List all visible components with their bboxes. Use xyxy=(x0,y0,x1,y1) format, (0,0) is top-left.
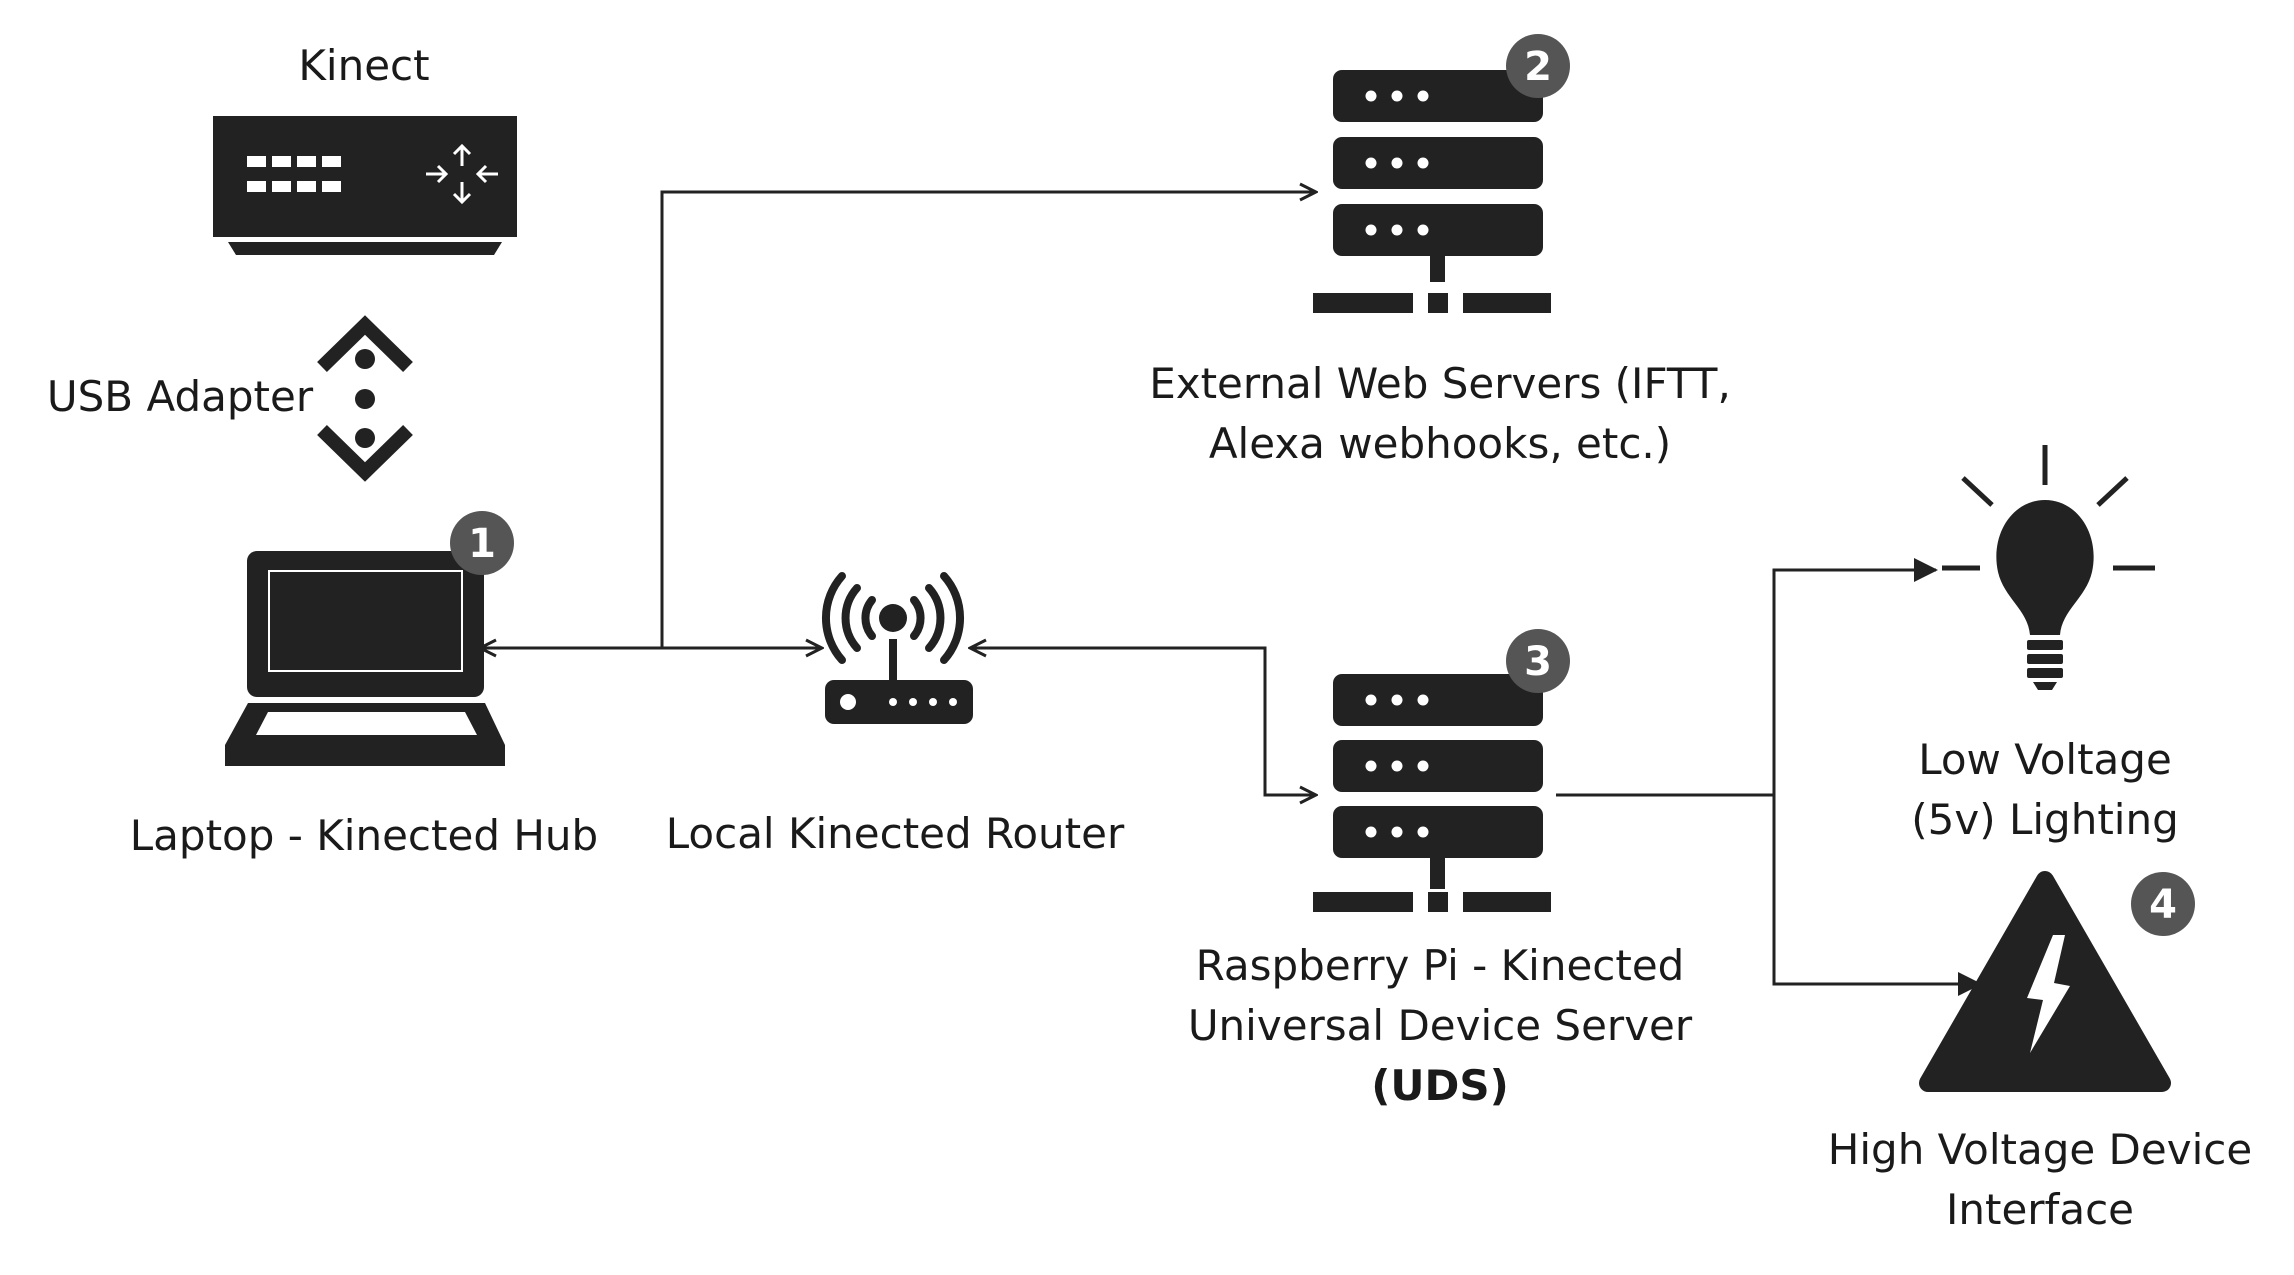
edge-uds-low-voltage xyxy=(1772,558,1938,795)
web-servers-label-line2: Alexa webhooks, etc.) xyxy=(1208,419,1672,468)
laptop-label: Laptop - Kinected Hub xyxy=(129,811,599,860)
badge-2: 2 xyxy=(1506,34,1570,98)
low-voltage-label-line2: (5v) Lighting xyxy=(1911,795,2179,844)
light-bulb-icon xyxy=(1942,445,2155,690)
high-voltage-warning-icon xyxy=(1919,871,2171,1092)
low-voltage-label: Low Voltage (5v) Lighting xyxy=(1845,730,2245,850)
badge-1: 1 xyxy=(450,511,514,575)
edge-hub-web-servers xyxy=(660,192,1316,648)
high-voltage-label: High Voltage Device Interface xyxy=(1790,1120,2290,1240)
badge-4: 4 xyxy=(2131,872,2195,936)
badge-4-text: 4 xyxy=(2149,882,2177,928)
kinect-sensor-icon xyxy=(213,116,517,255)
edge-router-raspberry-pi xyxy=(970,648,1316,795)
raspberry-pi-label-line3: (UDS) xyxy=(1371,1061,1509,1110)
raspberry-pi-label-line1: Raspberry Pi - Kinected xyxy=(1195,941,1685,990)
usb-adapter-icon xyxy=(317,315,413,482)
web-servers-label: External Web Servers (IFTT, Alexa webhoo… xyxy=(1110,354,1770,474)
usb-adapter-label: USB Adapter xyxy=(46,372,314,421)
low-voltage-label-line1: Low Voltage xyxy=(1918,735,2172,784)
badge-2-text: 2 xyxy=(1524,44,1552,90)
wifi-router-icon xyxy=(821,572,973,724)
high-voltage-label-line1: High Voltage Device xyxy=(1827,1125,2253,1174)
server-icon xyxy=(1313,70,1551,313)
high-voltage-label-line2: Interface xyxy=(1945,1185,2135,1234)
web-servers-label-line1: External Web Servers (IFTT, xyxy=(1149,359,1731,408)
edge-uds-high-voltage xyxy=(1772,795,1982,996)
router-label: Local Kinected Router xyxy=(665,809,1125,858)
server-icon xyxy=(1313,674,1551,912)
connectors xyxy=(480,192,1982,996)
raspberry-pi-label-line2: Universal Device Server xyxy=(1187,1001,1693,1050)
kinect-label: Kinect xyxy=(298,41,430,90)
badge-3: 3 xyxy=(1506,629,1570,693)
badge-1-text: 1 xyxy=(468,521,496,567)
badge-3-text: 3 xyxy=(1524,639,1552,685)
laptop-icon xyxy=(225,551,505,766)
raspberry-pi-label: Raspberry Pi - Kinected Universal Device… xyxy=(1150,936,1730,1116)
